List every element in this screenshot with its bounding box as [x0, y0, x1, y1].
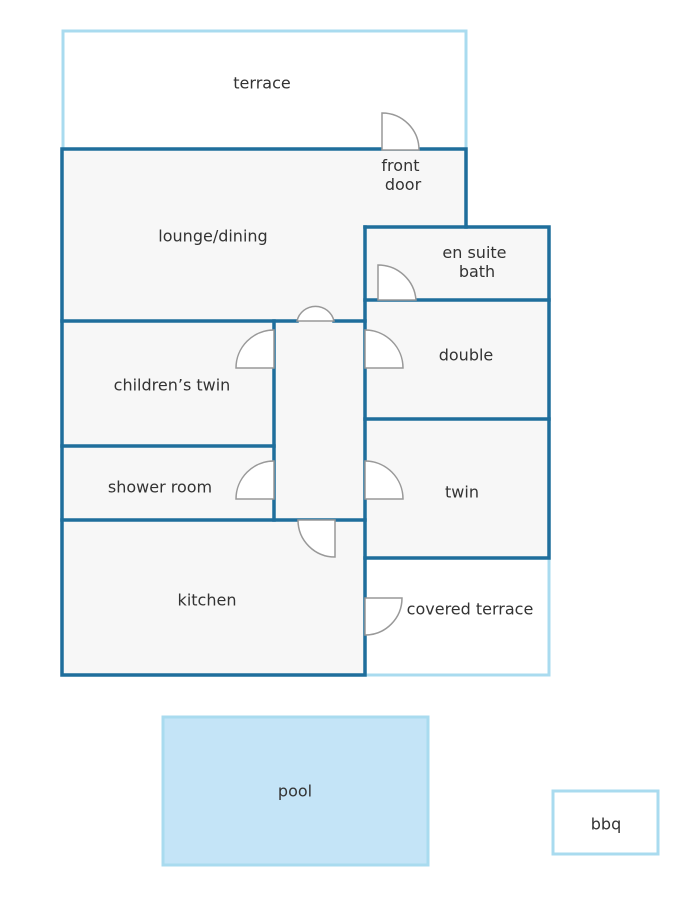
label-front-door-line2: door	[385, 175, 422, 194]
label-twin: twin	[445, 483, 479, 502]
label-lounge-dining: lounge/dining	[158, 227, 267, 246]
label-bbq: bbq	[591, 815, 621, 834]
label-front-door: front door	[381, 156, 424, 194]
label-en-suite-line1: en suite	[442, 243, 506, 262]
front-door-swing	[381, 112, 420, 151]
covered-terrace-door-swing	[364, 597, 403, 636]
label-en-suite-bath: en suite bath	[442, 243, 511, 281]
outdoor-areas	[61, 29, 660, 867]
label-covered-terrace: covered terrace	[407, 600, 534, 619]
double-door-swing	[364, 329, 404, 369]
label-front-door-line1: front	[381, 156, 419, 175]
label-double: double	[439, 346, 494, 365]
main-block-fill	[62, 149, 366, 675]
label-childrens-twin: children’s twin	[114, 376, 231, 395]
label-terrace: terrace	[233, 74, 290, 93]
kitchen-door-swing	[297, 519, 336, 558]
label-kitchen: kitchen	[178, 591, 237, 610]
label-en-suite-line2: bath	[459, 262, 495, 281]
interior-fill	[62, 149, 549, 675]
room-labels: terrace front door lounge/dining en suit…	[108, 74, 621, 834]
outer-wall	[60, 147, 551, 677]
shower-room-door-swing	[235, 460, 275, 500]
label-shower-room: shower room	[108, 478, 212, 497]
bbq-area	[551, 789, 660, 856]
east-wing-upper-fill	[366, 149, 466, 227]
lounge-corridor-door-swing	[296, 305, 335, 322]
twin-door-swing	[364, 460, 404, 500]
label-pool: pool	[278, 782, 312, 801]
en-suite-door-swing	[377, 264, 417, 301]
childrens-twin-door-swing	[235, 329, 275, 369]
pool-area	[161, 715, 430, 867]
doors	[235, 112, 420, 636]
